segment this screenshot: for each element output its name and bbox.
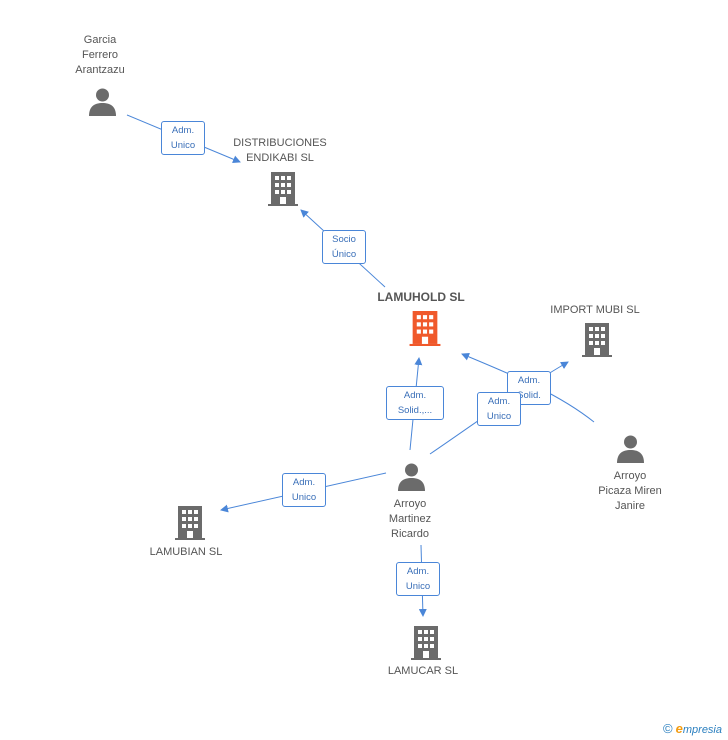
building-icon[interactable] [268,172,298,206]
node-lamucar[interactable]: LAMUCAR SL [373,664,473,679]
relation-label-martinez-lamuhold[interactable]: Adm. Solid.,... [386,386,444,420]
building-icon[interactable] [175,506,205,540]
relation-label-garcia-distribuciones[interactable]: Adm. Unico [161,121,205,155]
relation-label-martinez-lamubian[interactable]: Adm. Unico [282,473,326,507]
node-label: LAMUHOLD SL [377,290,465,304]
relation-label-lamuhold-distribuciones[interactable]: Socio Único [322,230,366,264]
building-icon[interactable] [409,311,441,346]
node-label: LAMUCAR SL [387,665,459,677]
relation-label-martinez-lamucar[interactable]: Adm. Unico [396,562,440,596]
node-lamuhold[interactable]: LAMUHOLD SL [366,290,476,305]
empresia-logo[interactable]: ©empresia [663,721,722,736]
node-label: DISTRIBUCIONES ENDIKABI SL [233,137,327,164]
node-label: IMPORT MUBI SL [550,304,640,316]
node-garcia-ferrero-arantzazu[interactable]: Garcia Ferrero Arantzazu [55,33,145,78]
node-label: Arroyo Martinez Ricardo [388,498,432,540]
node-lamubian[interactable]: LAMUBIAN SL [136,545,236,560]
node-label: Arroyo Picaza Miren Janire [598,470,662,512]
node-label: Garcia Ferrero Arantzazu [75,34,125,76]
person-icon[interactable] [397,462,426,491]
node-arroyo-picaza[interactable]: Arroyo Picaza Miren Janire [580,469,680,514]
copyright-symbol: © [663,721,673,736]
brand-e: e [675,721,683,736]
relation-label-martinez-import[interactable]: Adm. Unico [477,392,521,426]
person-icon[interactable] [88,87,117,116]
node-label: LAMUBIAN SL [149,546,223,558]
person-icon[interactable] [616,434,645,463]
building-icon[interactable] [411,626,441,660]
brand-text: mpresia [682,724,722,736]
node-import-mubi[interactable]: IMPORT MUBI SL [540,303,650,318]
node-arroyo-martinez[interactable]: Arroyo Martinez Ricardo [368,497,452,542]
building-icon[interactable] [582,323,612,357]
node-distribuciones-endikabi[interactable]: DISTRIBUCIONES ENDIKABI SL [225,136,335,166]
